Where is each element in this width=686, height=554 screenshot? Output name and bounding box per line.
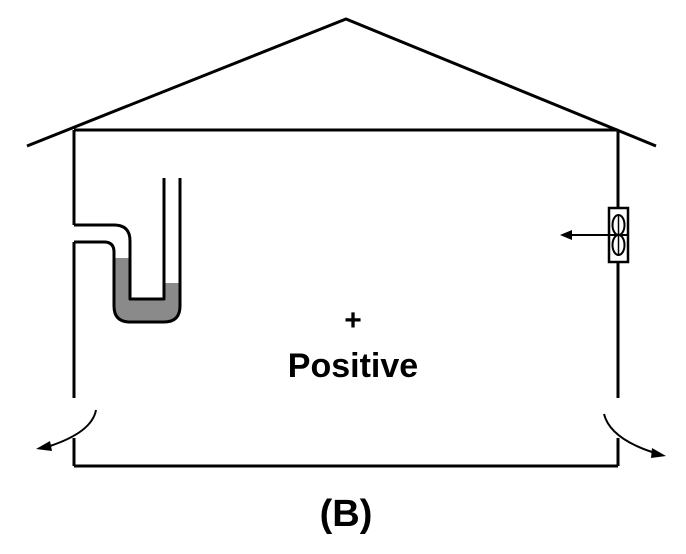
u-tube-manometer-icon (74, 178, 182, 324)
right-outflow-arrow-icon (603, 413, 666, 458)
panel-label: (B) (320, 493, 373, 535)
manometer-tube-outer (74, 178, 166, 301)
manometer-tube-inner (74, 178, 182, 324)
fan-icon (607, 206, 630, 264)
roof (26, 17, 657, 148)
pressure-label: Positive (288, 347, 418, 385)
pressure-sign: + (344, 304, 362, 337)
fan-airflow-arrow-icon (560, 230, 609, 240)
left-outflow-arrow-icon (36, 409, 97, 451)
manometer-liquid (114, 258, 180, 322)
